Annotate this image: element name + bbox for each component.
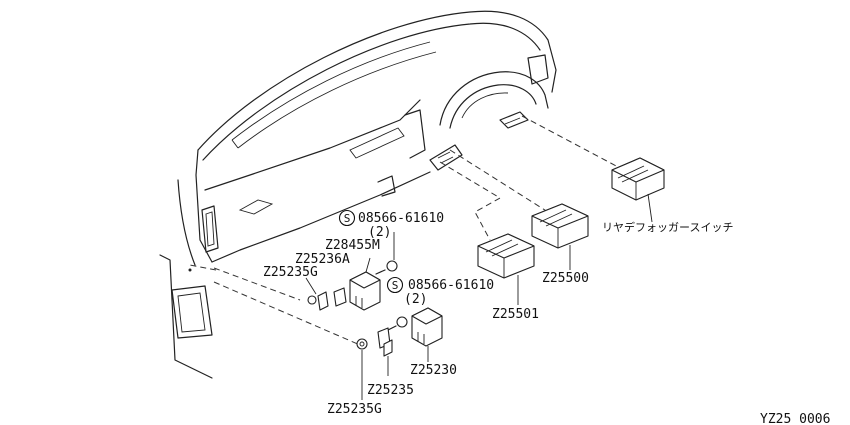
label-bolt-b-qty: (2) [404,292,427,307]
bolt-lower [387,316,408,331]
relay-upper [333,257,381,311]
s-marker-upper: S [338,209,356,227]
label-rear-defogger: リヤデフォッガースイッチ [602,220,733,234]
label-clip-upper: Z25235G [263,265,318,280]
label-relay: Z25230 [410,363,457,378]
relay-lower [411,307,443,362]
svg-text:S: S [392,279,399,292]
dashboard-outline [159,10,557,379]
label-switch-lower: Z25501 [492,307,539,322]
label-clip-lower: Z25235G [327,402,382,417]
label-bracket-upper: Z28455M [325,238,380,253]
switch-z25501 [477,233,535,305]
bracket-z25235 [377,327,393,376]
label-bolt-a-qty: (2) [368,225,391,240]
label-bolt-a-part: 08566-61610 [358,211,444,226]
leader-lines [189,115,621,346]
label-bracket-a: Z25236A [295,252,350,267]
switch-z25500 [531,203,589,270]
clip-upper [305,277,329,311]
label-bolt-b-part: 08566-61610 [408,278,494,293]
rear-defogger-switch [611,157,665,223]
svg-text:S: S [344,212,351,225]
clip-lower [356,338,368,400]
bolt-upper [375,232,398,275]
footer-code: YZ25 0006 [760,412,830,425]
label-clip-mid: Z25235 [367,383,414,398]
s-marker-lower: S [386,276,404,294]
label-switch-center: Z25500 [542,271,589,286]
